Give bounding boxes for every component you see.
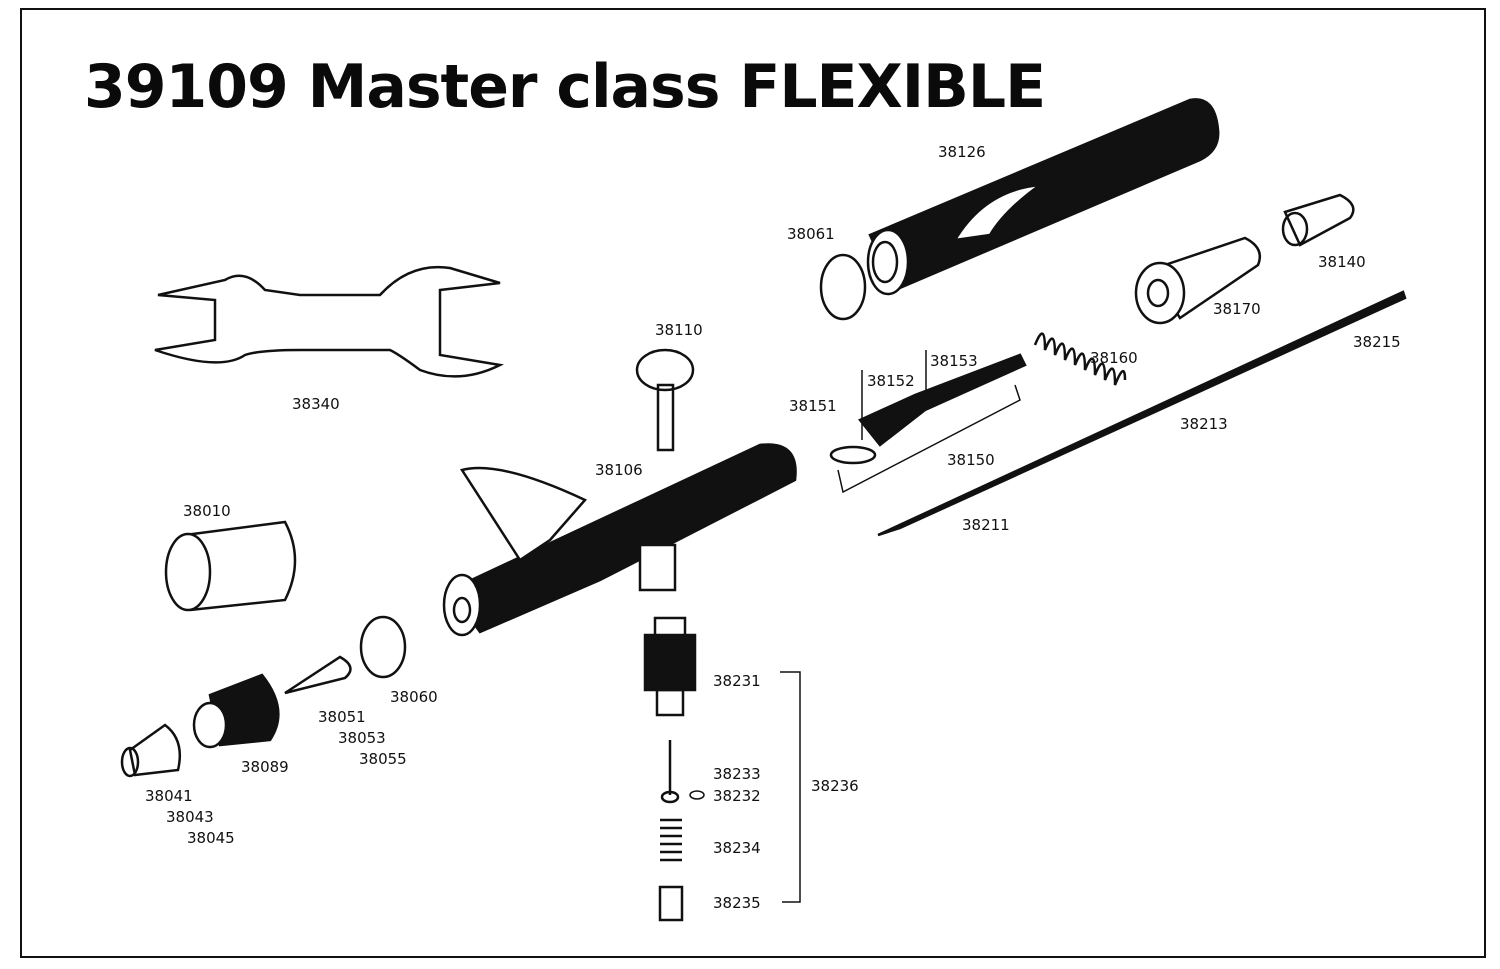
adjuster-drawing bbox=[1134, 236, 1262, 325]
nozzle-holder-drawing bbox=[192, 673, 280, 749]
nozzle-cap-drawing bbox=[164, 520, 297, 612]
label-38140: 38140 bbox=[1318, 253, 1366, 271]
label-38043: 38043 bbox=[166, 808, 214, 826]
wrench-drawing bbox=[154, 265, 504, 378]
trigger-drawing bbox=[635, 348, 695, 452]
label-38055: 38055 bbox=[359, 750, 407, 768]
air-cap-drawing bbox=[120, 723, 182, 778]
label-38051: 38051 bbox=[318, 708, 366, 726]
diagram-frame bbox=[20, 8, 1486, 958]
handle-drawing bbox=[866, 98, 1220, 296]
needle-drawing bbox=[877, 290, 1407, 537]
ring-drawing bbox=[819, 253, 867, 321]
label-38060: 38060 bbox=[390, 688, 438, 706]
needle-chucking-assembly-drawing bbox=[829, 350, 1027, 494]
label-38041: 38041 bbox=[145, 787, 193, 805]
label-38045: 38045 bbox=[187, 829, 235, 847]
chuck-nut-drawing bbox=[1281, 193, 1355, 247]
label-38010: 38010 bbox=[183, 502, 231, 520]
nozzle-drawing bbox=[284, 655, 352, 695]
label-38106: 38106 bbox=[595, 461, 643, 479]
label-38151: 38151 bbox=[789, 397, 837, 415]
label-38160: 38160 bbox=[1090, 349, 1138, 367]
label-38233: 38233 bbox=[713, 765, 761, 783]
label-38231: 38231 bbox=[713, 672, 761, 690]
label-38235: 38235 bbox=[713, 894, 761, 912]
label-38126: 38126 bbox=[938, 143, 986, 161]
label-38053: 38053 bbox=[338, 729, 386, 747]
label-38213: 38213 bbox=[1180, 415, 1228, 433]
o-ring-drawing bbox=[359, 615, 407, 679]
diagram-title: 39109 Master class FLEXIBLE bbox=[84, 52, 1046, 122]
label-38152: 38152 bbox=[867, 372, 915, 390]
spring-drawing bbox=[1033, 332, 1127, 386]
label-38232: 38232 bbox=[713, 787, 761, 805]
label-38150: 38150 bbox=[947, 451, 995, 469]
valve-drawing bbox=[643, 616, 801, 922]
label-38170: 38170 bbox=[1213, 300, 1261, 318]
label-38089: 38089 bbox=[241, 758, 289, 776]
label-38211: 38211 bbox=[962, 516, 1010, 534]
body-drawing bbox=[442, 443, 797, 637]
label-38215: 38215 bbox=[1353, 333, 1401, 351]
label-38110: 38110 bbox=[655, 321, 703, 339]
label-38061: 38061 bbox=[787, 225, 835, 243]
label-38153: 38153 bbox=[930, 352, 978, 370]
label-38340: 38340 bbox=[292, 395, 340, 413]
label-38236: 38236 bbox=[811, 777, 859, 795]
label-38234: 38234 bbox=[713, 839, 761, 857]
